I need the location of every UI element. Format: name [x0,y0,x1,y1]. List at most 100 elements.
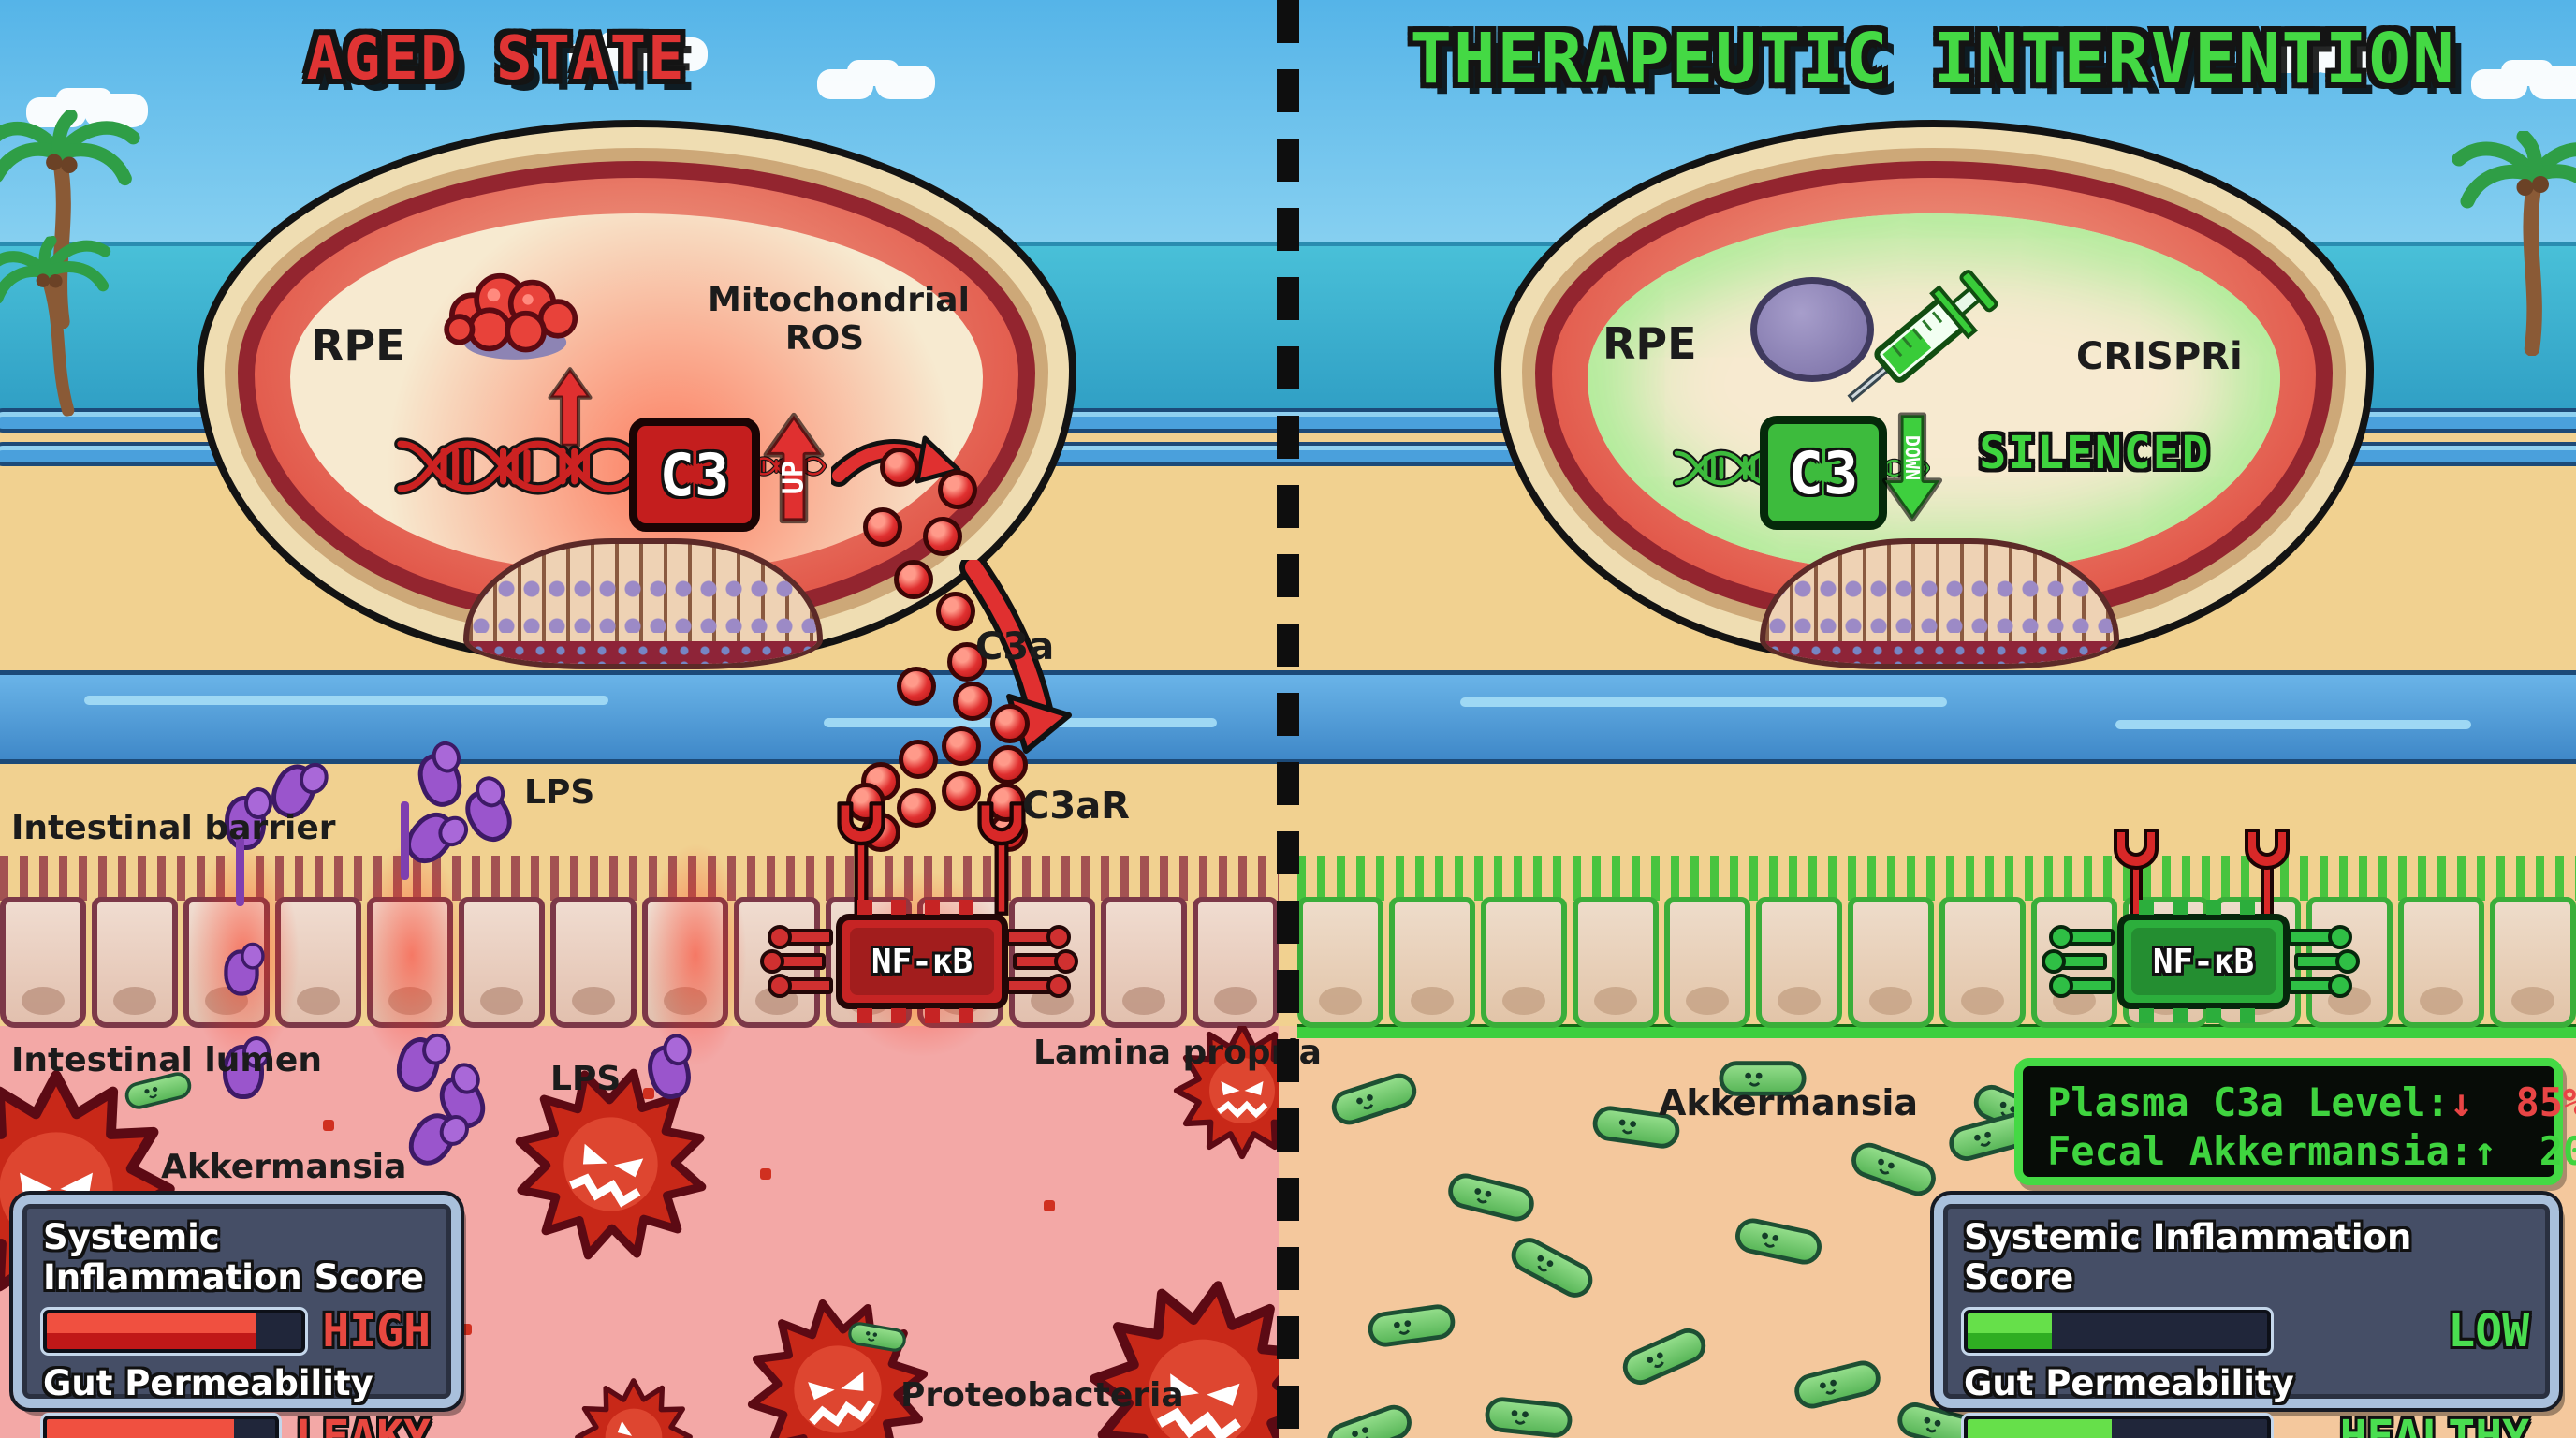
water-highlight [84,696,608,705]
akkermansia-label-healthy: Akkermansia [1659,1082,1919,1123]
chip-trace [2294,949,2360,974]
c3ar-label: C3aR [1022,785,1130,828]
mito-line2: ROS [784,319,865,358]
chip-trace [760,949,826,974]
nfkb-chip: NF-κB [836,900,1008,1023]
akkermansia-icon [1442,1165,1541,1230]
aged-status-panel: Systemic Inflammation Score HIGH Gut Per… [9,1191,464,1438]
intestinal-lumen-label: Intestinal lumen [11,1041,322,1079]
inflammation-meter [43,1310,306,1353]
c3-gene-box: C3 [1760,416,1887,530]
leaky-junction-glow [356,843,468,1067]
epithelial-cell [1848,897,1934,1028]
proteobacteria-icon [550,1354,717,1438]
cell-nucleus [1750,277,1874,382]
cloud-icon [847,60,900,86]
lps-label-top: LPS [524,773,595,812]
debris-dot [461,1324,472,1335]
akkermansia-icon [1789,1352,1887,1417]
chip-trace [1013,949,1078,974]
inflammation-meter [1964,1310,2271,1353]
akkermansia-icon [1320,1395,1420,1438]
c3-gene-box: C3 [629,418,760,532]
panel-divider [1277,0,1299,1438]
epithelial-cells-healthy [1297,897,2576,1028]
c3-gene-label: C3 [1788,438,1859,507]
proteobacteria-label: Proteobacteria [900,1376,1184,1415]
microvilli-healthy [1297,856,2576,901]
chip-trace [2287,925,2352,949]
chip-trace [2049,974,2115,998]
chip-trace [1005,974,1071,998]
lps-icon [400,1105,465,1174]
water-highlight [2115,720,2471,729]
epithelial-cell [1101,897,1187,1028]
c3a-dot [988,745,1028,785]
lps-translocation-path [401,801,409,880]
gut-permeability-label: Gut Permeability [1964,1363,2294,1403]
permeability-status: HEALTHY [2339,1411,2529,1438]
lps-label-bottom: LPS [550,1060,622,1098]
photoreceptor-nuclei [1765,577,2114,633]
epithelial-cell [2398,897,2484,1028]
rpe-base-strip [469,641,817,664]
akkermansia-icon [1501,1226,1602,1308]
akkermansia-icon [1482,1390,1575,1438]
nfkb-chip-inactive: NF-κB [2117,900,2290,1023]
epithelial-cell [1481,897,1567,1028]
akkermansia-label-aged: Akkermansia [161,1148,407,1186]
c3a-dot [894,560,933,599]
epithelial-cell [1193,897,1279,1028]
chip-trace [1005,925,1071,949]
inflammation-meter-fill [47,1313,256,1349]
c3a-dot [899,740,938,779]
mitochondrial-ros-label: Mitochondrial ROS [708,281,970,358]
permeability-status: LEAKY [295,1411,432,1438]
epithelial-cell [2490,897,2576,1028]
c3a-dot [942,726,981,766]
lps-icon [225,787,272,850]
chip-screen [2131,928,2276,995]
epithelial-cell [1664,897,1750,1028]
epithelial-cell [1573,897,1659,1028]
akkermansia-icon [1325,1064,1424,1134]
epithelial-cell [1389,897,1475,1028]
akkermansia-icon [1364,1298,1459,1355]
curved-arrow-icon [831,435,961,487]
lps-icon [390,1033,446,1096]
cloud-icon [2501,60,2554,86]
chip-trace [768,974,833,998]
debris-dot [323,1120,334,1131]
debris-dot [1044,1200,1055,1211]
healthy-status-panel: Systemic Inflammation Score LOW Gut Perm… [1930,1191,2563,1438]
nfkb-label: NF-κB [871,942,973,981]
c3a-dot [936,592,975,631]
c3a-dot [923,517,962,556]
inflammation-score-label: Systemic Inflammation Score [43,1217,424,1298]
down-arrow-icon: ↓ [2449,1078,2474,1125]
inflammation-score-label: Systemic Inflammation Score [1964,1217,2412,1298]
debris-dot [760,1168,771,1180]
chip-trace [2287,974,2352,998]
lps-translocation-path [236,837,244,906]
intestinal-barrier-label: Intestinal barrier [11,809,336,847]
chip-trace [768,925,833,949]
epithelial-cell [550,897,637,1028]
epithelial-cell [459,897,545,1028]
silenced-label: SILENCED [1979,427,2211,479]
akkermansia-icon [1730,1211,1827,1273]
chip-trace [2042,949,2107,974]
permeability-meter-fill [1968,1419,2112,1438]
aged-state-title: AGED STATE [306,24,686,94]
gut-permeability-label: Gut Permeability [43,1363,373,1403]
water-highlight [1460,697,1947,707]
c3a-dot [947,642,987,682]
epithelial-cell [92,897,178,1028]
rpe-label: RPE [311,320,405,371]
fecal-akkermansia-value: 200% [2539,1127,2576,1174]
chip-screen [850,928,994,995]
epithelial-cell [1939,897,2026,1028]
akkermansia-icon [1614,1318,1714,1396]
photoreceptor-nuclei [469,577,817,633]
